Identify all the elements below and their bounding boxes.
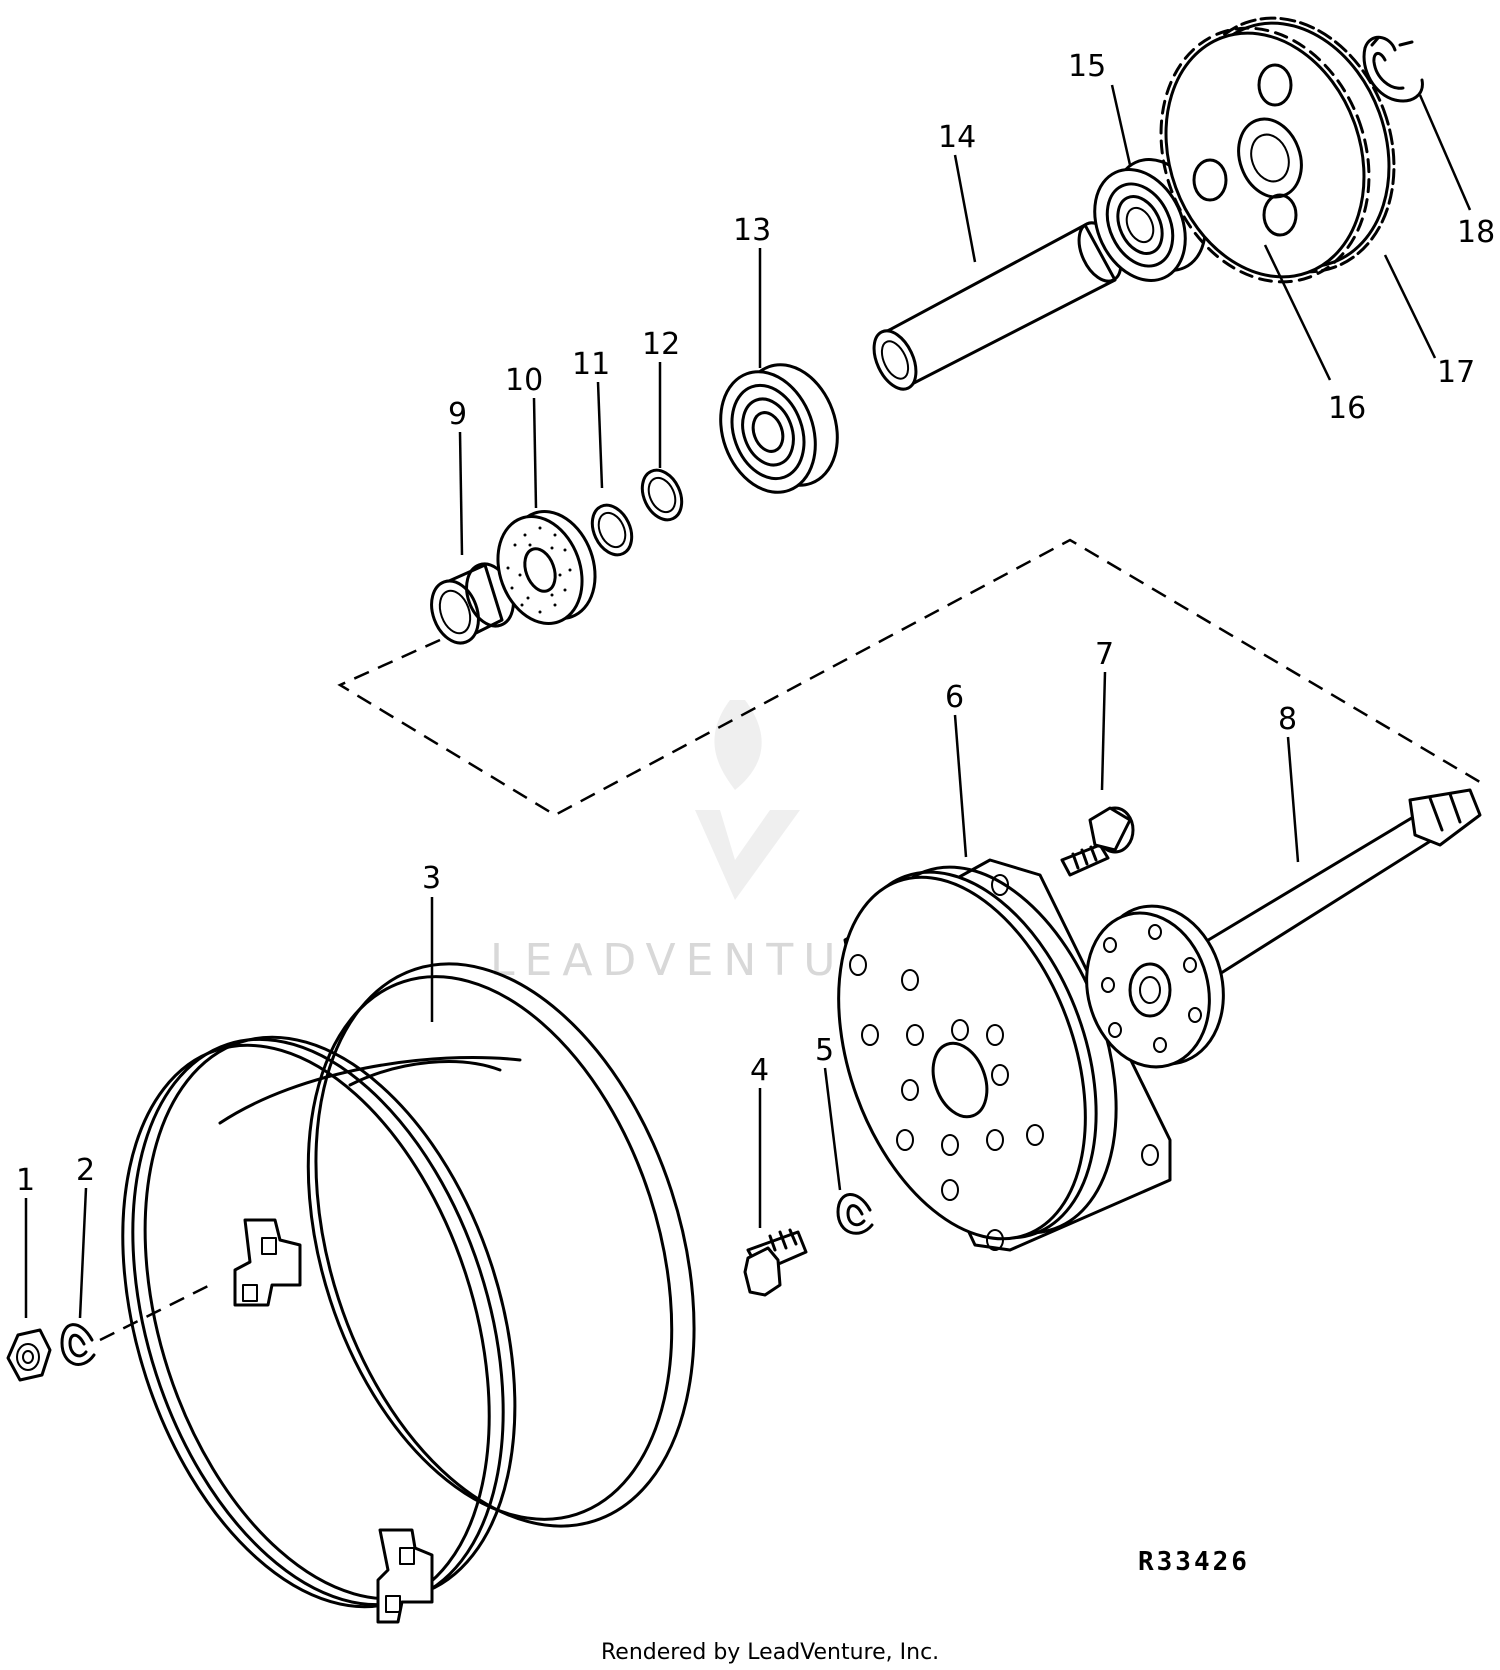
part-5-lock-washer xyxy=(836,1193,874,1235)
callout-12: 12 xyxy=(642,327,680,362)
callout-14: 14 xyxy=(938,120,976,155)
part-12-washer xyxy=(640,468,684,522)
part-18-snap-ring xyxy=(1362,35,1424,103)
callout-13: 13 xyxy=(733,213,771,248)
part-7-screw xyxy=(1060,806,1135,877)
callout-4: 4 xyxy=(750,1053,769,1088)
part-16-17-sprocket xyxy=(1159,16,1396,284)
part-2-lock-washer xyxy=(60,1323,96,1366)
watermark-logo xyxy=(695,700,800,900)
callout-15: 15 xyxy=(1068,49,1106,84)
part-10-felt-seal xyxy=(496,510,597,625)
part-3-wheel-rim xyxy=(121,962,696,1624)
callout-11: 11 xyxy=(572,347,610,382)
part-13-bearing xyxy=(719,363,839,494)
part-14-tube-spacer xyxy=(872,221,1123,391)
callout-10: 10 xyxy=(505,363,543,398)
part-6-hub-plate xyxy=(837,858,1172,1252)
credit-text: Rendered by LeadVenture, Inc. xyxy=(601,1640,939,1665)
callout-6: 6 xyxy=(945,680,964,715)
fastener-dashed-line xyxy=(99,1283,211,1342)
callout-18: 18 xyxy=(1457,215,1495,250)
callout-5: 5 xyxy=(815,1033,834,1068)
part-1-nut xyxy=(6,1328,52,1382)
callout-2: 2 xyxy=(76,1153,95,1188)
assembly-dashed-line xyxy=(337,538,1486,817)
callout-1: 1 xyxy=(16,1163,35,1198)
callout-8: 8 xyxy=(1278,702,1297,737)
callout-9: 9 xyxy=(448,397,467,432)
callout-3: 3 xyxy=(422,861,441,896)
part-4-cap-screw xyxy=(743,1228,808,1297)
part-11-washer xyxy=(590,503,634,557)
callout-16: 16 xyxy=(1328,391,1366,426)
callout-17: 17 xyxy=(1437,355,1475,390)
part-8-axle-shaft xyxy=(1085,788,1482,1069)
part-9-bushing xyxy=(430,562,515,645)
leader-lines xyxy=(24,84,1472,1319)
callout-7: 7 xyxy=(1095,637,1114,672)
reference-code: R33426 xyxy=(1138,1547,1250,1577)
